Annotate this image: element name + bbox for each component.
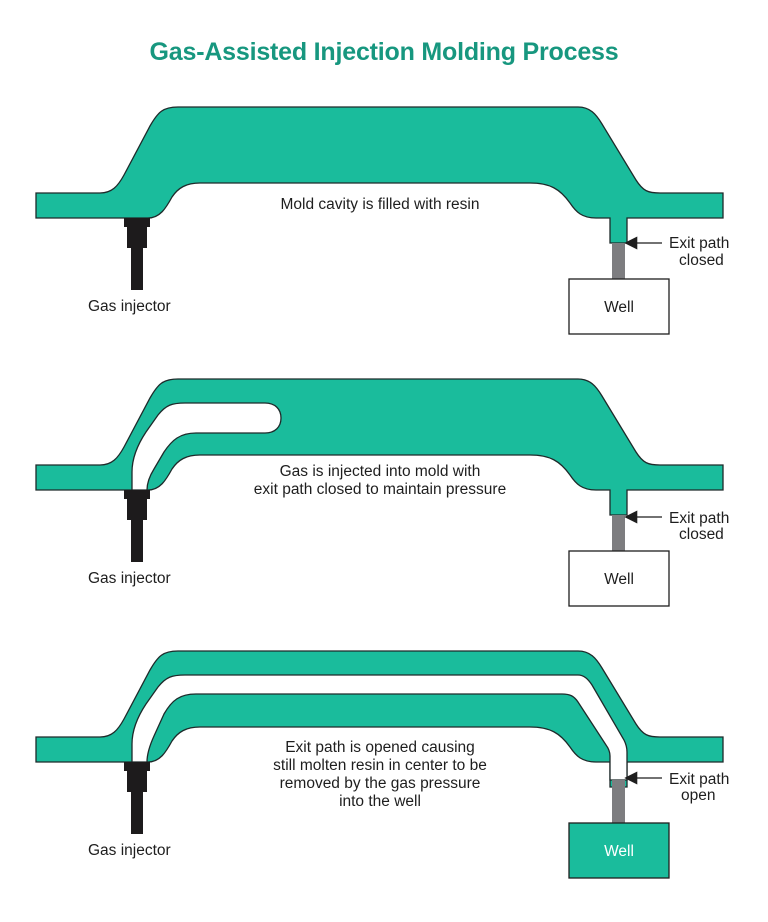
injector-label: Gas injector: [88, 570, 171, 587]
exit-label-line2: open: [681, 787, 715, 804]
exit-label-line2: closed: [679, 252, 724, 269]
gas-channel: [131, 402, 282, 491]
stage-description-line2: still molten resin in center to be: [273, 757, 487, 774]
gas-injector: [124, 490, 150, 562]
exit-label-line1: Exit path: [669, 510, 729, 527]
panel-stage-3: Well Exit path open Exit path is opened …: [35, 650, 729, 879]
panel-stage-2: Well Exit path closed Gas is injected in…: [35, 378, 729, 607]
exit-label-line1: Exit path: [669, 771, 729, 788]
well-box: [568, 278, 670, 335]
exit-path-channel: [612, 243, 625, 279]
stage-description: Mold cavity is filled with resin: [281, 196, 480, 213]
panel-stage-1: Well Exit path closed Mold cavity is fil…: [35, 106, 729, 335]
well-label: Well: [604, 299, 634, 316]
stage-description-line2: exit path closed to maintain pressure: [254, 481, 506, 498]
stage-description-line1: Exit path is opened causing: [285, 739, 475, 756]
well-box: [568, 550, 670, 607]
stage-description-line3: removed by the gas pressure: [280, 775, 481, 792]
well-label: Well: [604, 843, 634, 860]
mold-resin-base: [35, 106, 724, 244]
gas-injector: [124, 218, 150, 290]
well-box: [568, 822, 670, 879]
exit-path-channel: [612, 515, 625, 551]
stage-description-line1: Gas is injected into mold with: [280, 463, 481, 480]
injector-label: Gas injector: [88, 298, 171, 315]
exit-label-line1: Exit path: [669, 235, 729, 252]
stage-description-line4: into the well: [339, 793, 421, 810]
exit-path-channel: [612, 780, 625, 823]
gas-injector: [124, 762, 150, 834]
exit-label-line2: closed: [679, 526, 724, 543]
well-label: Well: [604, 571, 634, 588]
injector-label: Gas injector: [88, 842, 171, 859]
diagram-title: Gas-Assisted Injection Molding Process: [149, 38, 619, 66]
